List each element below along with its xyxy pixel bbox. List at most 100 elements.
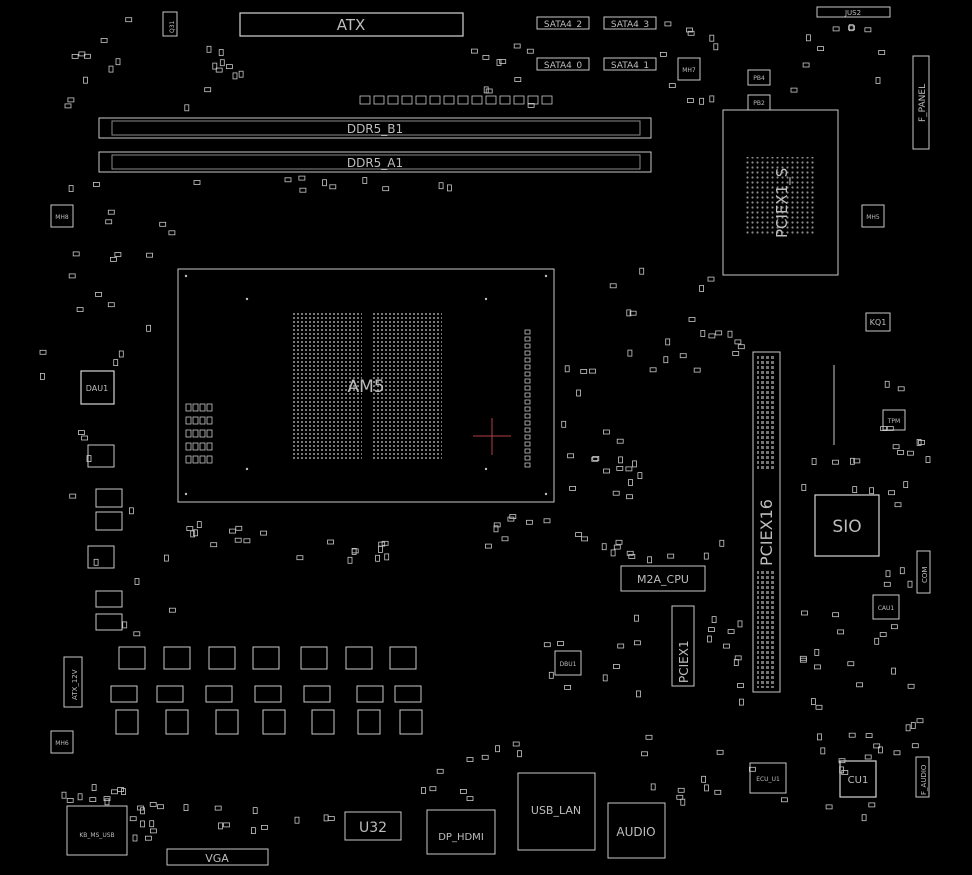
smd-footprint — [125, 17, 133, 23]
kq1-component[interactable]: KQ1 — [865, 312, 891, 332]
sata4-2-connector[interactable]: SATA4_2 — [536, 16, 590, 30]
smd-footprint — [218, 822, 223, 830]
smd-footprint — [886, 426, 894, 431]
smd-footprint — [193, 529, 198, 537]
smd-footprint — [493, 522, 501, 528]
ddr5-b1-label: DDR5_B1 — [347, 122, 403, 136]
m2a-cpu-slot[interactable]: M2A_CPU — [620, 565, 706, 592]
dimm-slot-b1[interactable]: DDR5_B1 — [98, 117, 652, 139]
sata4-1-connector[interactable]: SATA4_1 — [603, 57, 657, 71]
smd-footprint — [628, 479, 633, 486]
pciex1-s-slot[interactable]: PCIEX1_S — [722, 109, 839, 276]
vga-port[interactable]: VGA — [166, 848, 269, 866]
cu1-chip[interactable]: CU1 — [839, 760, 877, 798]
pb2-component: PB2 — [747, 94, 771, 111]
smd-footprint — [825, 804, 833, 810]
u32-label: U32 — [359, 820, 387, 836]
smd-footprint — [714, 789, 722, 795]
smd-footprint — [814, 649, 820, 656]
smd-footprint — [192, 455, 199, 464]
jus2-header[interactable]: JUS2 — [816, 6, 891, 18]
smd-footprint — [626, 309, 632, 317]
smd-footprint — [199, 442, 206, 451]
smd-footprint — [911, 743, 919, 749]
smd-footprint — [100, 38, 108, 43]
smd-footprint — [543, 642, 551, 648]
smd-footprint — [613, 544, 621, 550]
smd-footprint — [564, 365, 570, 373]
smd-footprint — [122, 621, 128, 629]
smd-footprint — [429, 786, 437, 792]
smd-footprint — [68, 273, 76, 279]
smd-footprint — [192, 403, 199, 412]
smd-footprint — [687, 30, 695, 36]
smd-footprint — [91, 784, 97, 791]
dp-hdmi-port[interactable]: DP_HDMI — [426, 809, 496, 855]
smd-footprint — [576, 389, 581, 397]
smd-footprint — [234, 537, 242, 543]
smd-footprint — [104, 798, 110, 806]
vrm-inductors — [87, 444, 417, 670]
f-panel-label: F_PANEL — [918, 84, 928, 122]
smd-footprint — [107, 302, 115, 308]
dimm-slot-a1[interactable]: DDR5_A1 — [98, 151, 652, 173]
smd-footprint — [806, 34, 811, 42]
smd-footprint — [524, 385, 531, 391]
smd-footprint — [235, 525, 243, 531]
smd-footprint — [284, 177, 292, 183]
smd-footprint — [296, 555, 304, 561]
tpm-chip[interactable]: TPM — [882, 409, 906, 431]
smd-footprint — [727, 629, 735, 634]
sata4-3-connector[interactable]: SATA4_3 — [603, 16, 657, 30]
mh5-label: MH5 — [866, 214, 880, 221]
smd-footprint — [707, 635, 712, 643]
dbu1-chip[interactable]: DBU1 — [554, 650, 582, 676]
com-header[interactable]: COM — [916, 550, 931, 594]
atx-connector[interactable]: ATX — [239, 12, 464, 37]
sata4-0-connector[interactable]: SATA4_0 — [536, 57, 590, 71]
smd-footprint — [632, 460, 637, 468]
smd-footprint — [616, 438, 624, 444]
cau1-chip[interactable]: CAU1 — [872, 594, 900, 620]
smd-footprint — [732, 351, 740, 356]
smd-footprint — [140, 807, 145, 815]
u32-port[interactable]: U32 — [344, 811, 402, 841]
smd-footprint — [874, 637, 880, 645]
audio-port[interactable]: AUDIO — [607, 802, 666, 859]
smd-footprint — [107, 209, 115, 215]
smd-footprint — [524, 371, 531, 377]
dau1-chip[interactable]: DAU1 — [80, 370, 115, 405]
smd-footprint — [557, 641, 564, 646]
smd-footprint — [892, 444, 900, 450]
smd-footprint — [149, 820, 155, 828]
smd-footprint — [527, 103, 535, 108]
atx-12v-connector[interactable]: ATX_12V — [63, 656, 83, 708]
usb-lan-port[interactable]: USB_LAN — [517, 772, 596, 851]
smd-footprint — [159, 221, 167, 227]
pciex16-slot[interactable]: PCIEX16 — [752, 351, 835, 693]
smd-footprint — [592, 455, 600, 461]
mh6-label: MH6 — [55, 740, 69, 747]
f-audio-header[interactable]: F_AUDIO — [915, 756, 930, 798]
pciex1-slot[interactable]: PCIEX1 — [671, 605, 695, 687]
smd-footprint — [229, 528, 236, 534]
smd-footprint — [83, 76, 88, 84]
sio-chip[interactable]: SIO — [814, 494, 880, 557]
smd-footprint — [192, 416, 199, 425]
smd-footprint — [850, 457, 855, 465]
smd-footprint — [699, 97, 704, 105]
mh7-hole: MH7 — [677, 57, 701, 81]
ecu-u1-chip[interactable]: ECU_U1 — [749, 762, 787, 794]
front-panel-header[interactable]: F_PANEL — [912, 55, 930, 150]
cpu-socket-am5[interactable]: AM5 — [177, 268, 555, 503]
kb-ms-usb-port[interactable]: KB_MS_USB — [66, 805, 128, 856]
smd-footprint — [185, 416, 192, 425]
smd-footprint — [118, 350, 124, 358]
smd-footprint — [66, 798, 74, 803]
smd-footprint — [609, 283, 617, 289]
smd-footprint — [68, 185, 74, 192]
smd-footprint — [865, 733, 873, 738]
smd-footprint — [71, 54, 79, 59]
smd-footprint — [196, 521, 202, 528]
smd-footprint — [524, 392, 531, 398]
